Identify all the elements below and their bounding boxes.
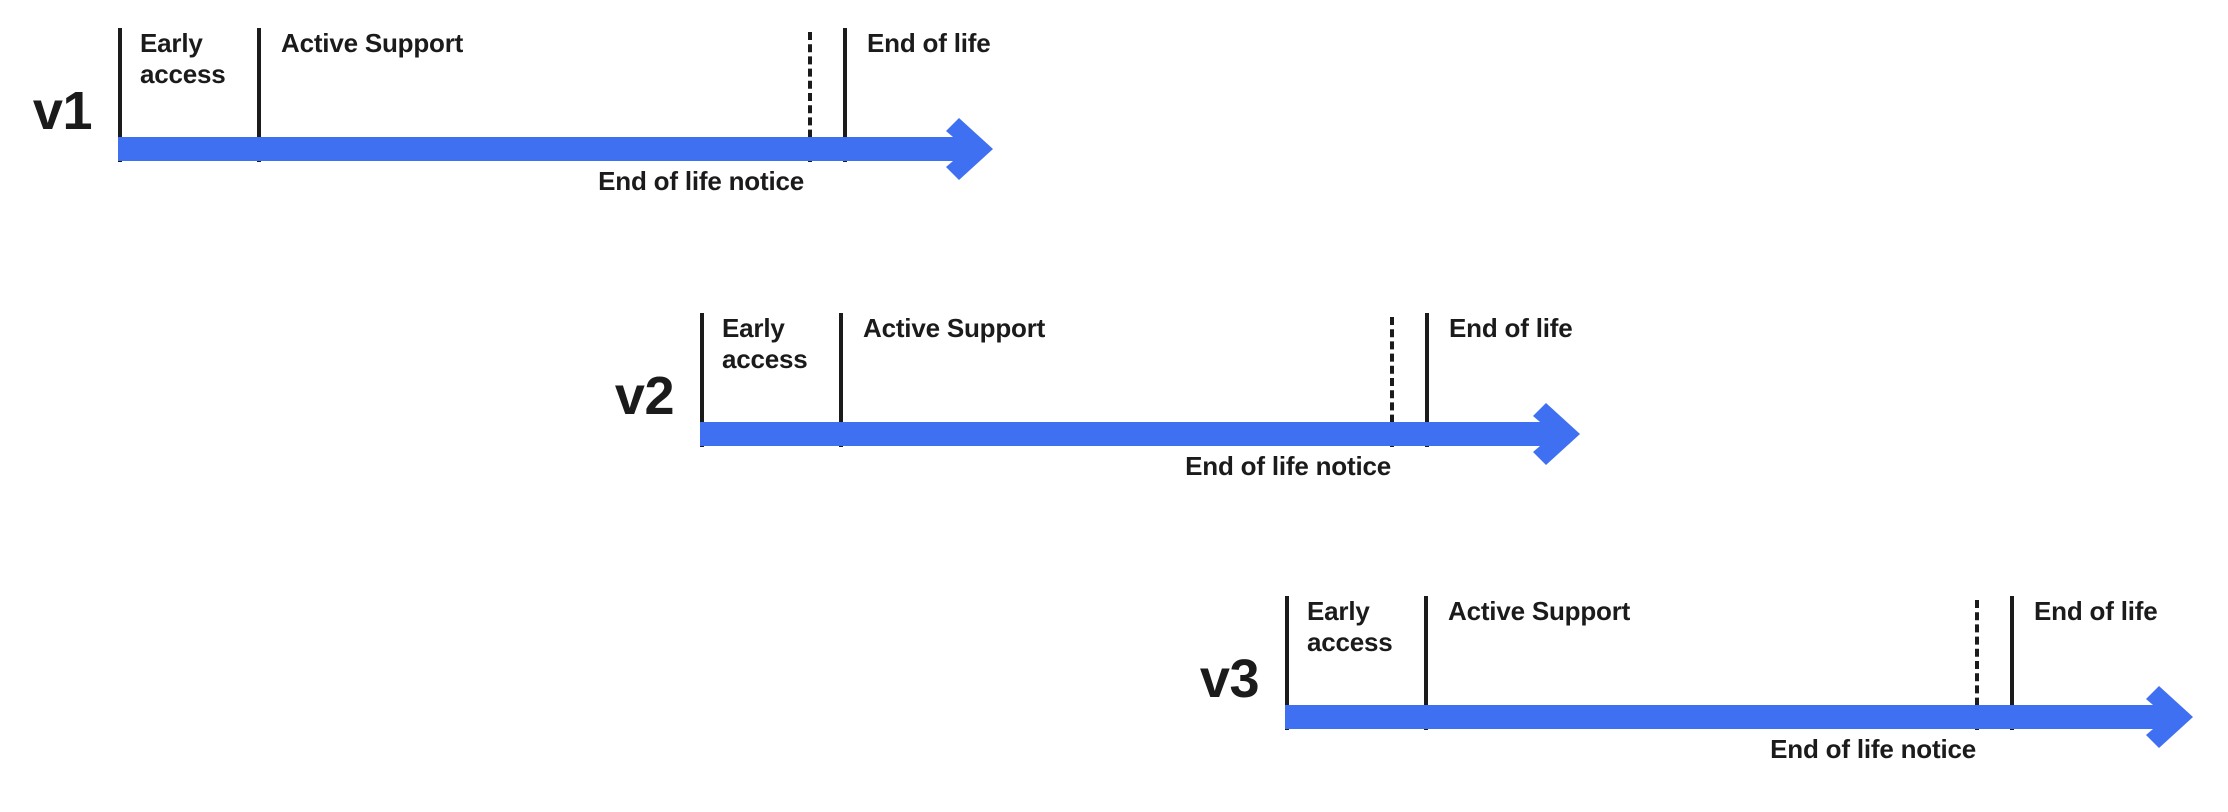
notice-label-v2: End of life notice (1185, 451, 1391, 481)
phase-label-active-support-v1: Active Support (281, 28, 464, 58)
version-label-v1: v1 (32, 81, 93, 141)
phase-area-v3: Early access Active Support End of life (1285, 578, 2213, 730)
phase-area-v1: Early access Active Support End of life (118, 10, 1013, 162)
divider-early-access-start-v1 (118, 28, 122, 162)
divider-end-of-life-notice-v1 (808, 32, 812, 162)
phase-area-v2: Early access Active Support End of life (700, 295, 1600, 447)
phase-label-early-access-v3: Early access (1307, 596, 1393, 657)
arrow-shaft-v2 (700, 422, 1554, 446)
divider-end-of-life-notice-v3 (1975, 600, 1979, 730)
divider-active-support-start-v3 (1424, 596, 1428, 730)
divider-early-access-start-v2 (700, 313, 704, 447)
phase-label-early-access-v1: Early access (140, 28, 226, 89)
phase-label-early-access-v2: Early access (722, 313, 808, 374)
notice-label-v3: End of life notice (1770, 734, 1976, 764)
phase-label-active-support-v2: Active Support (863, 313, 1046, 343)
notice-label-v1: End of life notice (598, 166, 804, 196)
timeline-row-v1: v1 Early access Active Support End of li… (33, 10, 1013, 210)
phase-label-end-of-life-v1: End of life (867, 28, 991, 58)
version-label-v3: v3 (1199, 649, 1260, 709)
lifecycle-arrow-v1: End of life notice (118, 113, 1013, 196)
lifecycle-arrow-v2: End of life notice (700, 398, 1600, 481)
divider-end-of-life-start-v3 (2010, 596, 2014, 730)
phase-label-end-of-life-v2: End of life (1449, 313, 1573, 343)
arrow-head-icon-v1 (941, 113, 1013, 185)
divider-end-of-life-notice-v2 (1390, 317, 1394, 447)
arrow-head-icon-v3 (2141, 681, 2213, 753)
phase-label-end-of-life-v3: End of life (2034, 596, 2158, 626)
version-label-v2: v2 (614, 366, 675, 426)
divider-active-support-start-v1 (257, 28, 261, 162)
arrow-shaft-v1 (118, 137, 967, 161)
lifecycle-arrow-v3: End of life notice (1285, 681, 2213, 764)
timeline-row-v2: v2 Early access Active Support End of li… (615, 295, 1600, 495)
divider-early-access-start-v3 (1285, 596, 1289, 730)
divider-end-of-life-start-v2 (1425, 313, 1429, 447)
timeline-row-v3: v3 Early access Active Support End of li… (1200, 578, 2213, 778)
arrow-shaft-v3 (1285, 705, 2167, 729)
arrow-head-icon-v2 (1528, 398, 1600, 470)
divider-active-support-start-v2 (839, 313, 843, 447)
divider-end-of-life-start-v1 (843, 28, 847, 162)
phase-label-active-support-v3: Active Support (1448, 596, 1631, 626)
